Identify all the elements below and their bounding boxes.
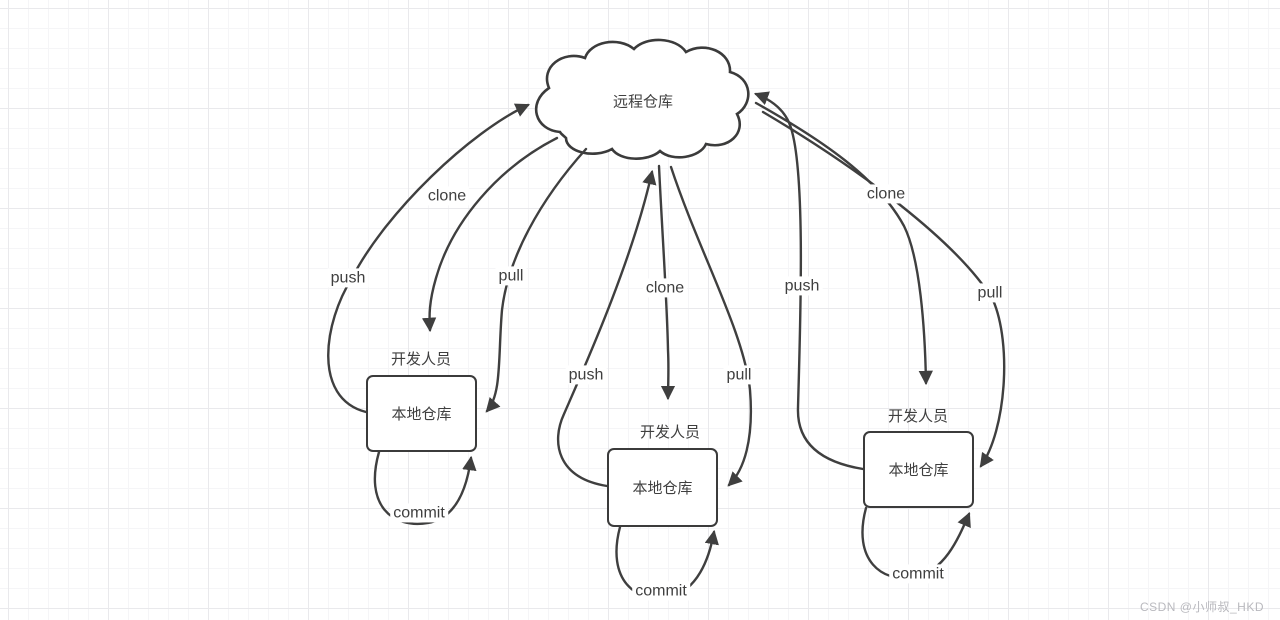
pull-label-left: pull bbox=[495, 266, 527, 286]
push-arrow-middle bbox=[556, 169, 657, 488]
commit-label-left: commit bbox=[390, 503, 448, 523]
local-repo-label-middle: 本地仓库 bbox=[632, 480, 693, 497]
clone-arrow-left bbox=[421, 136, 559, 333]
remote-repo-label: 远程仓库 bbox=[612, 93, 674, 111]
clone-label-right: clone bbox=[863, 184, 909, 204]
local-repo-box-right: 本地仓库 bbox=[863, 431, 974, 508]
developer-label-middle: 开发人员 bbox=[639, 424, 701, 441]
pull-label-middle: pull bbox=[723, 365, 755, 385]
remote-repo-cloud bbox=[535, 38, 750, 160]
local-repo-label-right: 本地仓库 bbox=[888, 462, 949, 479]
commit-label-middle: commit bbox=[632, 581, 690, 601]
clone-arrow-right bbox=[754, 101, 933, 386]
push-label-left: push bbox=[327, 268, 369, 288]
csdn-watermark: CSDN @小师叔_HKD bbox=[1139, 600, 1264, 614]
local-repo-box-left: 本地仓库 bbox=[366, 375, 477, 452]
clone-label-left: clone bbox=[424, 186, 470, 206]
local-repo-label-left: 本地仓库 bbox=[391, 406, 452, 423]
pull-arrow-left bbox=[485, 147, 588, 413]
clone-label-middle: clone bbox=[642, 278, 688, 298]
pull-label-right: pull bbox=[974, 283, 1006, 303]
commit-arrow-left bbox=[373, 450, 477, 526]
push-label-right: push bbox=[781, 276, 823, 296]
local-repo-box-middle: 本地仓库 bbox=[607, 448, 718, 527]
developer-label-left: 开发人员 bbox=[390, 351, 452, 368]
clone-arrow-middle bbox=[657, 164, 676, 401]
developer-label-right: 开发人员 bbox=[887, 408, 949, 425]
push-label-middle: push bbox=[565, 365, 607, 385]
commit-label-right: commit bbox=[889, 564, 947, 584]
